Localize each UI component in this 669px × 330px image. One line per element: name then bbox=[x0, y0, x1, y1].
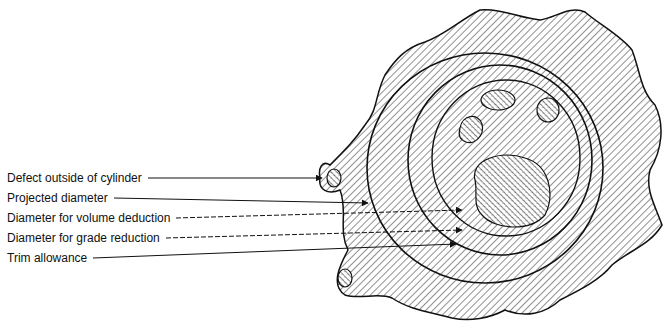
leader-line bbox=[93, 244, 456, 258]
projected-circle bbox=[367, 53, 603, 283]
defect bbox=[459, 116, 482, 142]
defect bbox=[481, 90, 515, 110]
leader-line bbox=[176, 210, 462, 218]
callout-label: Projected diameter bbox=[6, 191, 109, 205]
outside-defect bbox=[338, 269, 352, 287]
grade-circle bbox=[432, 80, 580, 236]
leader-line bbox=[114, 198, 368, 203]
leader-line bbox=[148, 178, 322, 179]
callout-label: Trim allowance bbox=[6, 251, 88, 265]
defect bbox=[474, 155, 549, 227]
callout-label: Defect outside of cylinder bbox=[6, 171, 143, 185]
outside-defect bbox=[327, 169, 341, 187]
callout-label: Diameter for grade reduction bbox=[6, 231, 161, 245]
defect bbox=[537, 98, 559, 122]
leader-line bbox=[166, 230, 462, 238]
log-outline bbox=[319, 10, 662, 320]
callout-label: Diameter for volume deduction bbox=[6, 211, 171, 225]
volume-circle bbox=[408, 65, 592, 255]
